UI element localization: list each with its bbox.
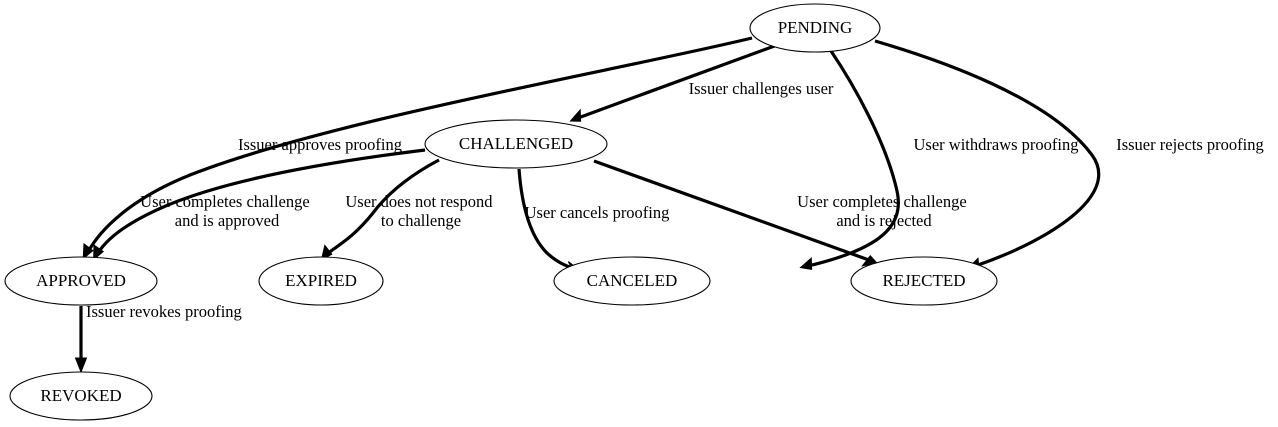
edges-layer: Issuer approves proofing Issuer challeng… bbox=[74, 36, 1264, 374]
node-revoked[interactable]: REVOKED bbox=[9, 371, 153, 421]
node-canceled-ellipse[interactable] bbox=[553, 256, 711, 306]
edge-label-pending-canceled: User withdraws proofing bbox=[914, 135, 1079, 154]
node-expired[interactable]: EXPIRED bbox=[258, 256, 384, 306]
edge-pending-rejected[interactable]: Issuer rejects proofing bbox=[874, 39, 1264, 271]
node-challenged[interactable]: CHALLENGED bbox=[424, 119, 608, 169]
node-pending-ellipse[interactable] bbox=[749, 3, 881, 53]
node-challenged-ellipse[interactable] bbox=[424, 119, 608, 169]
node-revoked-ellipse[interactable] bbox=[9, 371, 153, 421]
edge-challenged-rejected[interactable]: User completes challenge and is rejected bbox=[593, 159, 971, 267]
node-approved-ellipse[interactable] bbox=[4, 256, 158, 306]
edge-label-pending-rejected: Issuer rejects proofing bbox=[1116, 135, 1264, 154]
node-rejected[interactable]: REJECTED bbox=[850, 256, 998, 306]
edge-challenged-expired[interactable]: User does not respond to challenge bbox=[320, 158, 497, 261]
node-approved[interactable]: APPROVED bbox=[4, 256, 158, 306]
node-canceled[interactable]: CANCELED bbox=[553, 256, 711, 306]
node-rejected-ellipse[interactable] bbox=[850, 256, 998, 306]
edge-label-pending-challenged: Issuer challenges user bbox=[689, 79, 834, 98]
node-expired-ellipse[interactable] bbox=[258, 256, 384, 306]
edge-label-approved-revoked: Issuer revokes proofing bbox=[86, 302, 242, 321]
edge-label-challenged-canceled: User cancels proofing bbox=[525, 203, 670, 222]
node-pending[interactable]: PENDING bbox=[749, 3, 881, 53]
edge-approved-revoked[interactable]: Issuer revokes proofing bbox=[74, 302, 242, 374]
